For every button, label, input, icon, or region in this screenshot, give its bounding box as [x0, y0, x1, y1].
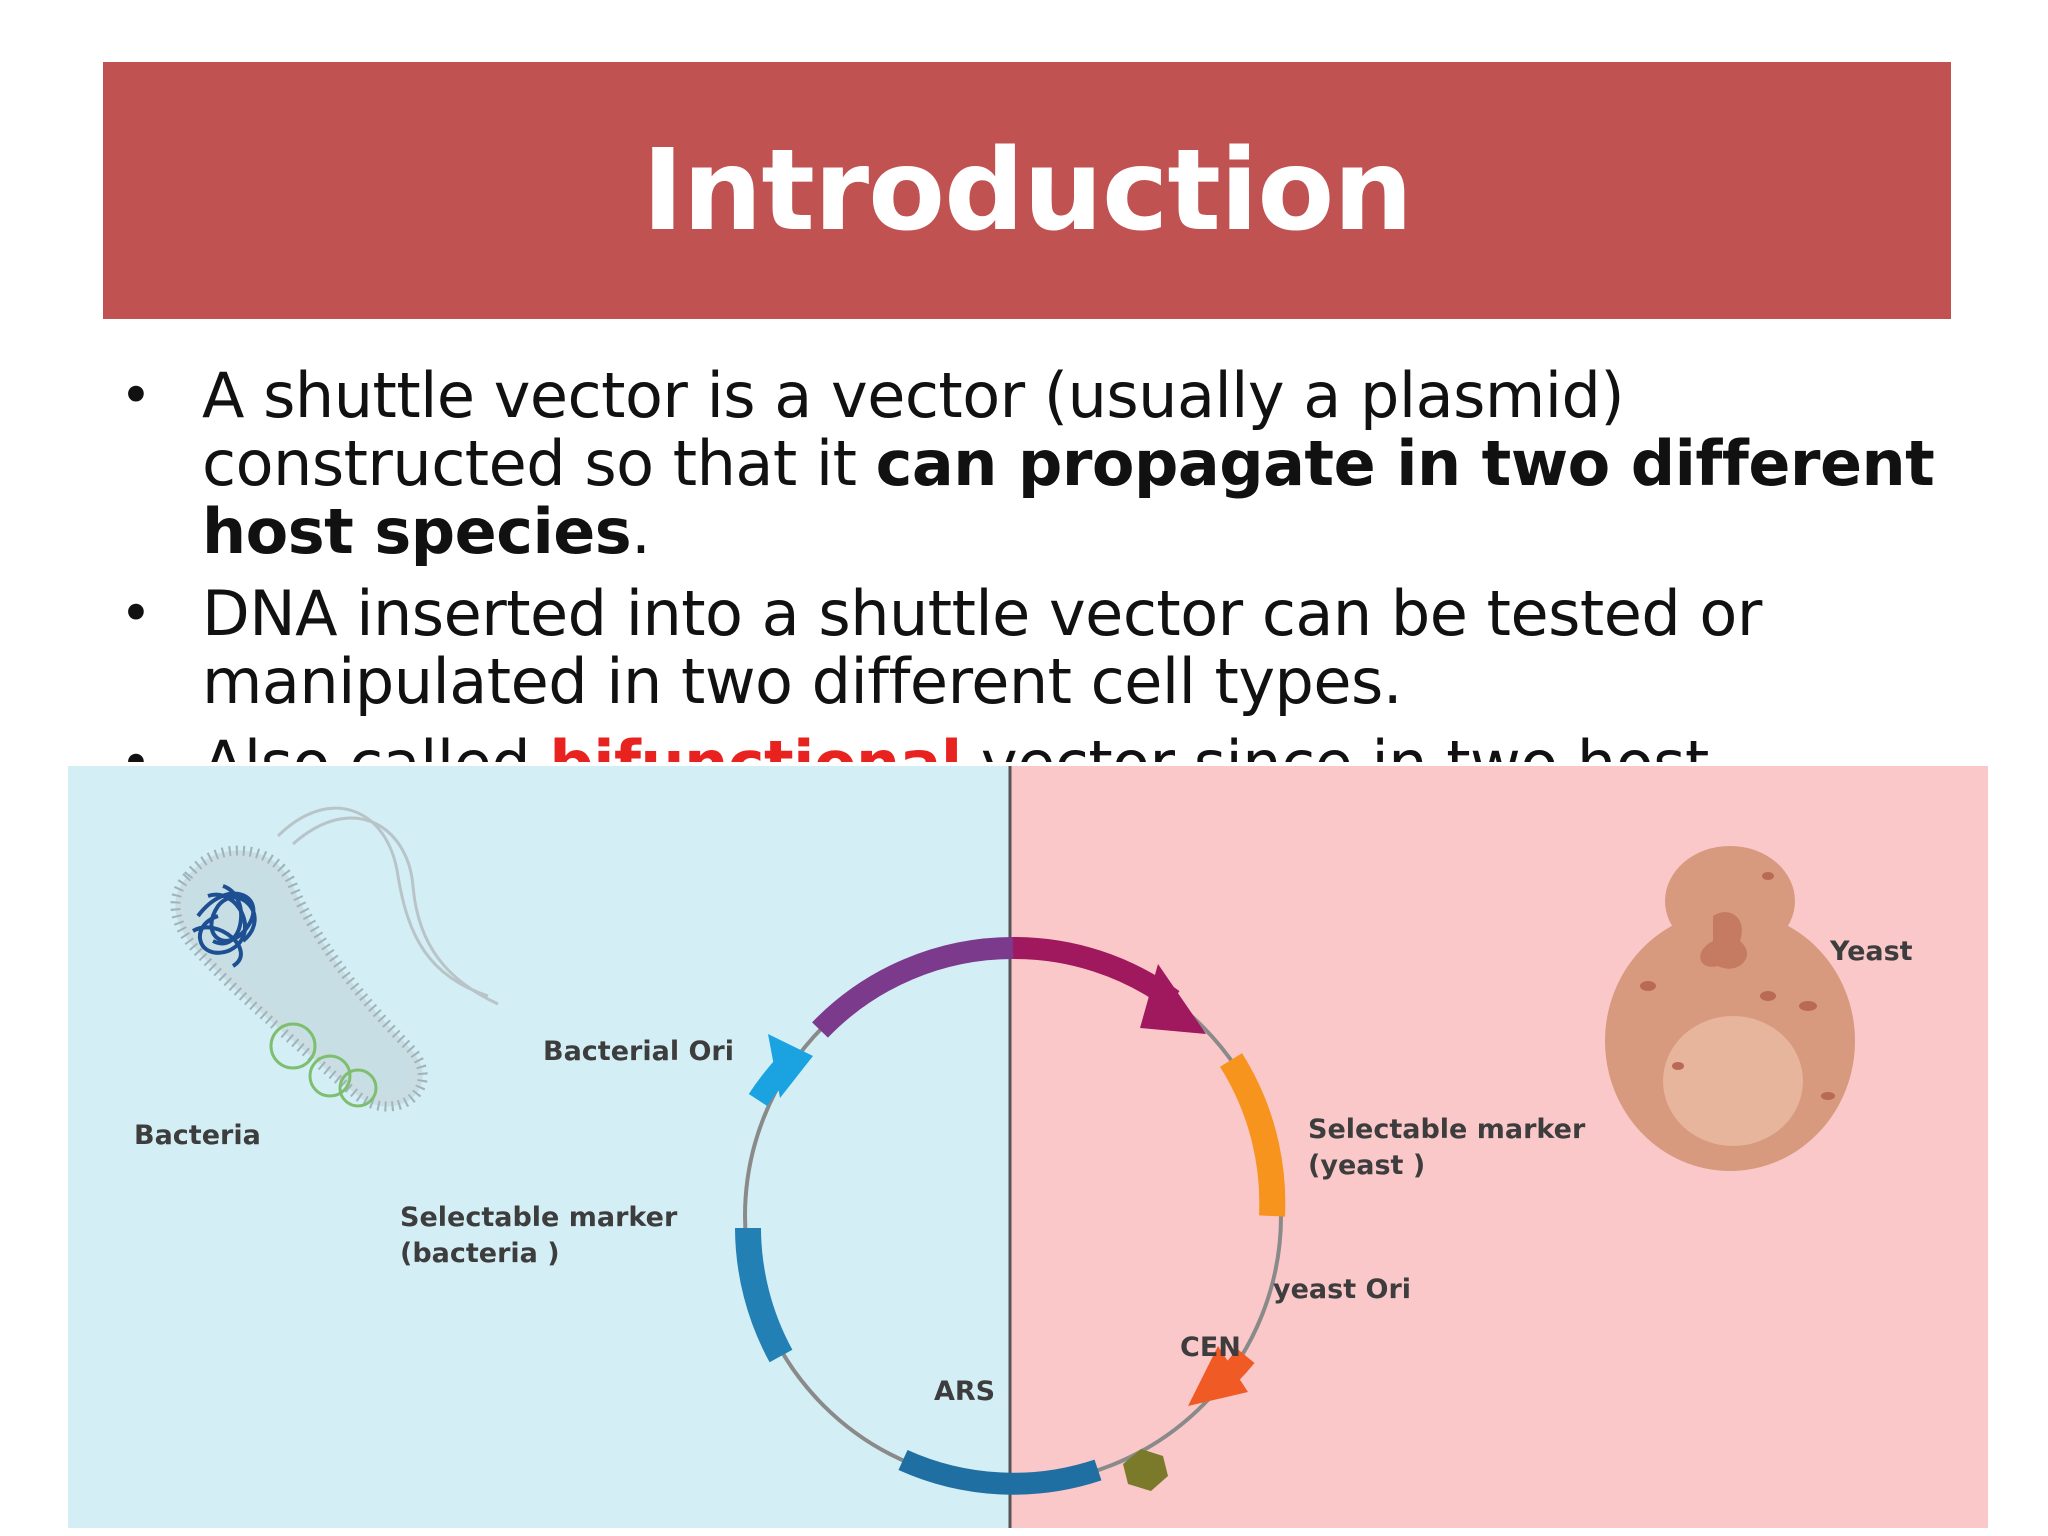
ars-label: ARS [934, 1376, 995, 1407]
bacterial-ori-label: Bacterial Ori [543, 1036, 734, 1067]
shuttle-vector-figure: Bacteria Bacterial Ori Selectable marker… [68, 766, 1988, 1528]
ars-segment [898, 1449, 1102, 1495]
selectable-marker-yeast-label: Selectable marker [1308, 1114, 1586, 1145]
bullet-text-end: . [631, 495, 651, 568]
title-bar: Introduction [103, 62, 1951, 319]
bullet-text: Also called [202, 727, 549, 763]
bacteria-label: Bacteria [134, 1120, 261, 1151]
bullet-list: • A shuttle vector is a vector (usually … [120, 362, 1960, 762]
cen-hexagon [1123, 1449, 1168, 1491]
selectable-marker-bacteria-sublabel: (bacteria ) [400, 1238, 560, 1269]
yeast-panel [1010, 766, 1988, 1528]
bullet-text-end: vector since in two host [962, 727, 1709, 763]
selectable-marker-yeast-sublabel: (yeast ) [1308, 1150, 1425, 1181]
selectable-marker-bacteria-label: Selectable marker [400, 1202, 678, 1233]
dna-tangle [191, 884, 257, 968]
bullet-item: • Also called bifunctional vector since … [120, 727, 1960, 763]
bullet-text: A shuttle vector is a vector (usually a … [202, 362, 1625, 500]
yeast-ori-label: yeast Ori [1273, 1274, 1411, 1305]
bullet-marker: • [120, 730, 180, 762]
yeast-ori-arrowhead [1188, 1346, 1248, 1406]
bullet-item: • A shuttle vector is a vector (usually … [120, 362, 1960, 566]
bullet-marker: • [120, 582, 152, 645]
cen-label: CEN [1180, 1332, 1241, 1363]
yeast-marker-segment [1219, 1053, 1286, 1217]
top-arc-arrowhead [1140, 964, 1206, 1034]
plasmid-map [735, 936, 1286, 1495]
bullet-bold-text: can propagate in two different host spec… [202, 427, 1935, 568]
bullet-highlight-text: bifunctional [549, 727, 962, 763]
bullet-item: • DNA inserted into a shuttle vector can… [120, 580, 1960, 716]
shuttle-vector-diagram: Bacteria Bacterial Ori Selectable marker… [68, 766, 1988, 1528]
top-arc-left [812, 937, 1014, 1038]
yeast-illustration [1605, 846, 1855, 1171]
bacterial-ori-arrowhead [768, 1034, 813, 1098]
bullet-text: DNA inserted into a shuttle vector can b… [202, 577, 1762, 718]
slide-title: Introduction [641, 125, 1413, 256]
bacteria-illustration [170, 806, 499, 1112]
bacteria-marker-segment [735, 1227, 793, 1363]
yeast-label: Yeast [1829, 936, 1913, 967]
bullet-marker: • [120, 364, 152, 427]
